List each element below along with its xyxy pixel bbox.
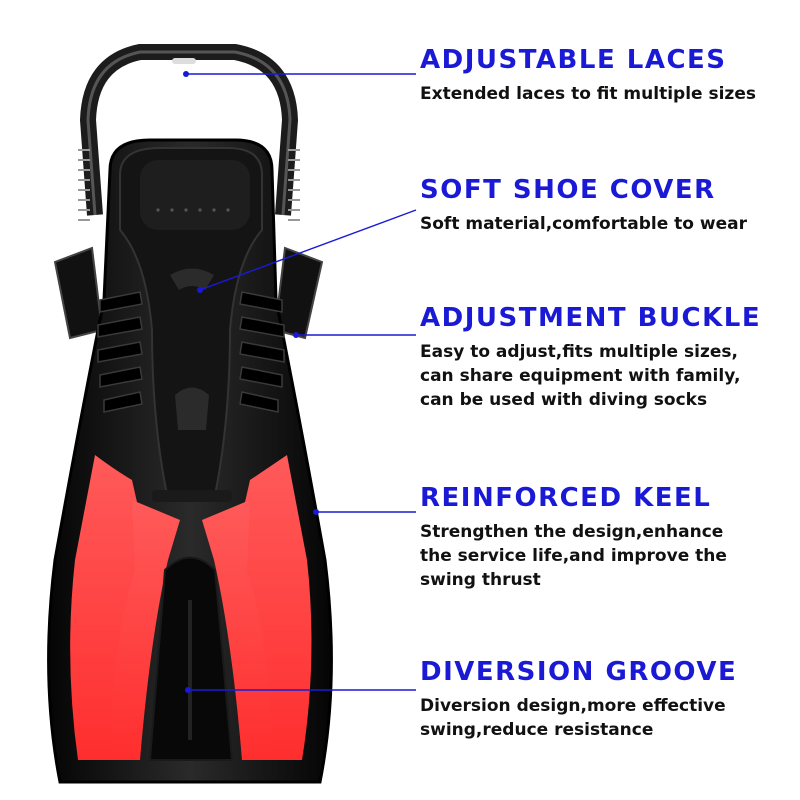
shoe-cover-holes	[156, 208, 230, 212]
blade-panel-left	[70, 455, 150, 760]
feature-title: REINFORCED KEEL	[420, 483, 712, 513]
feature-description: Soft material,comfortable to wear	[420, 214, 747, 234]
side-vents-right	[239, 291, 285, 413]
strap-teeth-left	[78, 149, 90, 221]
feature-title: SOFT SHOE COVER	[420, 175, 716, 205]
strap-hole	[172, 58, 196, 64]
feature-adjustable-laces: ADJUSTABLE LACES Extended laces to fit m…	[420, 44, 790, 106]
blade-panel-center-right	[202, 500, 272, 760]
shoe-cover	[119, 147, 263, 496]
shoe-cover-top	[140, 160, 250, 230]
feature-title: ADJUSTABLE LACES	[420, 45, 727, 75]
feature-reinforced-keel: REINFORCED KEEL Strengthen the design,en…	[420, 482, 790, 592]
feature-title: DIVERSION GROOVE	[420, 657, 738, 687]
feature-description: Diversion design,more effective swing,re…	[420, 696, 726, 740]
side-vents-left	[97, 291, 143, 413]
feature-adjustment-buckle: ADJUSTMENT BUCKLE Easy to adjust,fits mu…	[420, 302, 790, 412]
feature-diversion-groove: DIVERSION GROOVE Diversion design,more e…	[420, 656, 790, 742]
feature-description: Extended laces to fit multiple sizes	[420, 84, 756, 104]
feature-soft-shoe-cover: SOFT SHOE COVER Soft material,comfortabl…	[420, 174, 790, 236]
strap-teeth-right	[288, 149, 300, 221]
buckle-left	[53, 246, 104, 340]
blade-panel-right	[232, 455, 312, 760]
feature-title: ADJUSTMENT BUCKLE	[420, 303, 762, 333]
feature-description: Strengthen the design,enhance the servic…	[420, 522, 727, 590]
callout-lines	[186, 73, 417, 691]
callout-dots	[183, 71, 319, 693]
feature-description: Easy to adjust,fits multiple sizes, can …	[420, 342, 741, 410]
blade-panel-center-left	[110, 500, 180, 760]
